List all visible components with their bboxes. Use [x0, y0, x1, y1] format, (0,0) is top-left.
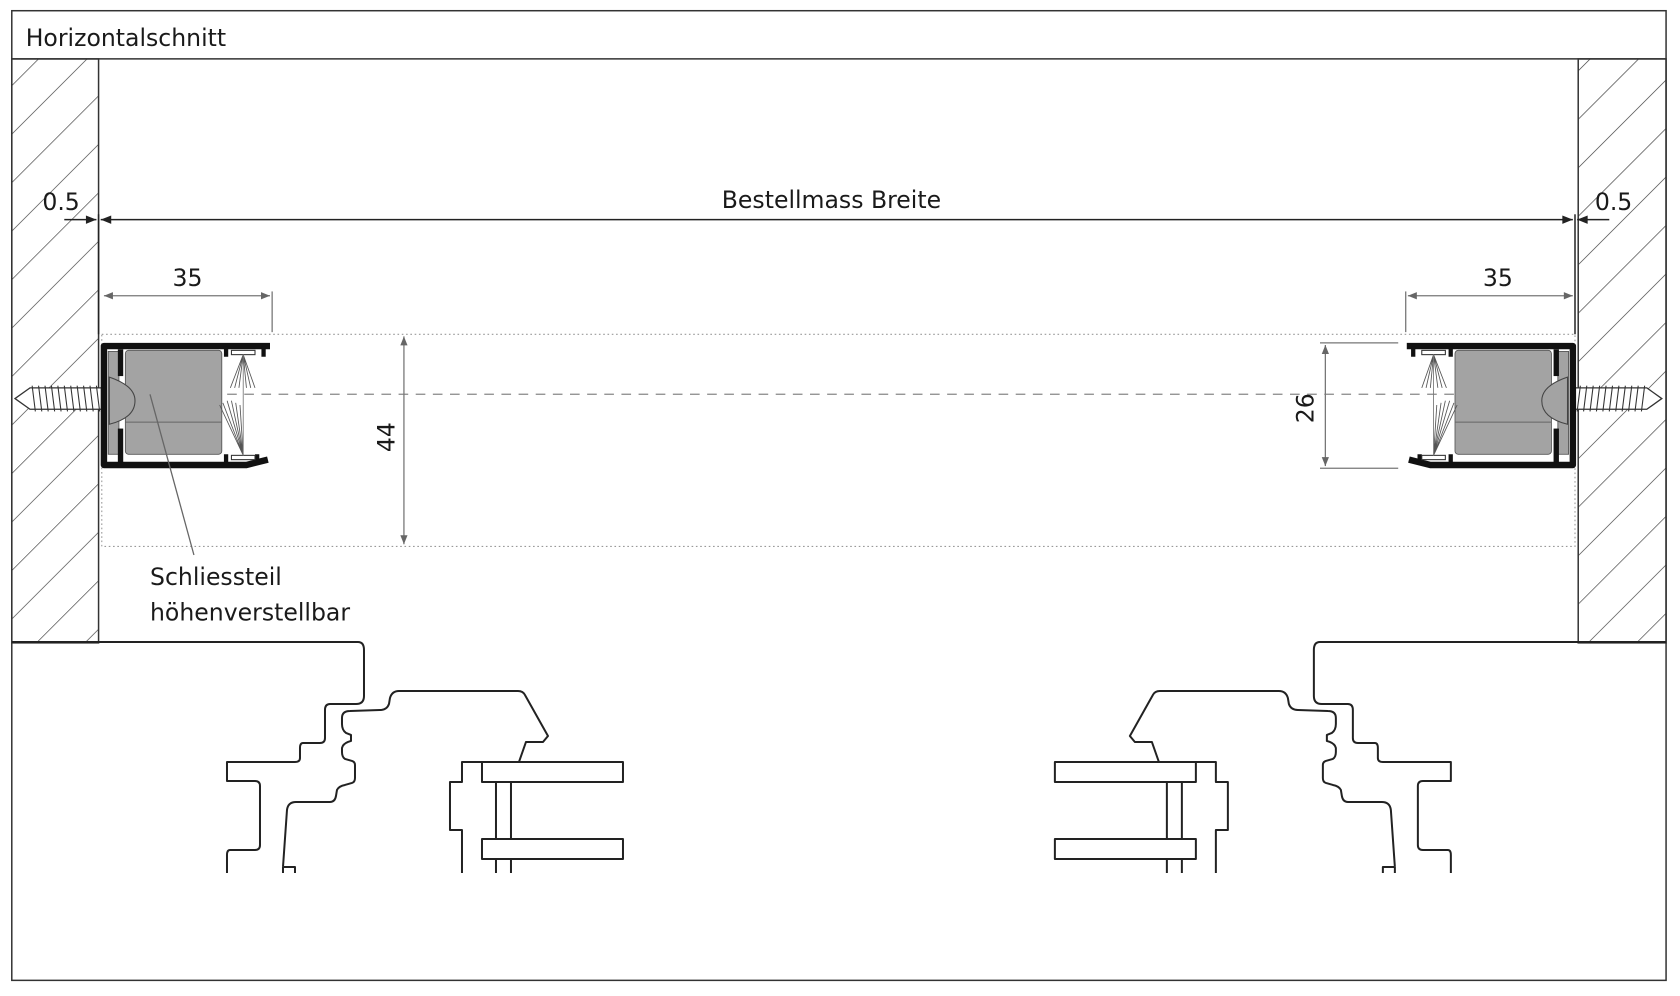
- height-total-label: 44: [372, 422, 400, 452]
- window-frame-left: [10, 640, 625, 875]
- gap-left-label: 0.5: [42, 188, 79, 216]
- annotation-line2: höhenverstellbar: [150, 598, 350, 626]
- clearance-envelope: [101, 333, 1576, 547]
- profile-width-right-label: 35: [1483, 264, 1513, 292]
- height-inner-label: 26: [1292, 393, 1320, 423]
- profile-width-left-label: 35: [173, 264, 203, 292]
- order-width-dimension: [64, 214, 1610, 335]
- height-inner-dimension: [1320, 342, 1399, 469]
- wall-right: [1577, 58, 1667, 644]
- wall-left: [11, 58, 100, 644]
- gap-right-label: 0.5: [1595, 188, 1632, 216]
- window-frame-right: [1053, 640, 1667, 875]
- order-width-label: Bestellmass Breite: [722, 186, 941, 214]
- profile-width-dimensions: [103, 291, 1573, 333]
- drawing-title: Horizontalschnitt: [26, 24, 226, 52]
- annotation-line1: Schliessteil: [150, 563, 282, 591]
- annotation-leader: [149, 394, 195, 556]
